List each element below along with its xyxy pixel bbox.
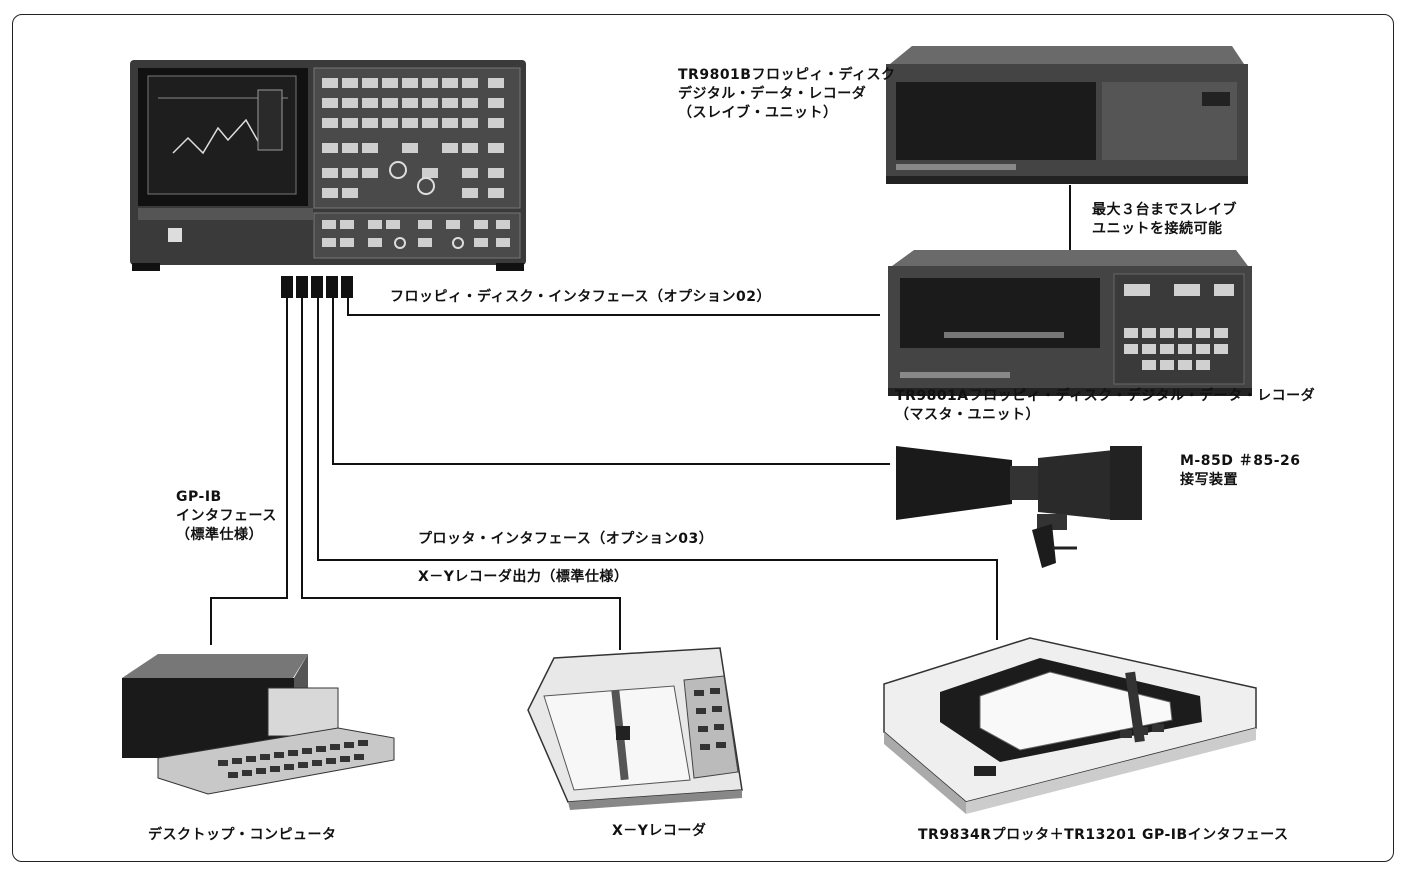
label-gpib-line1: GP-IB <box>176 488 277 507</box>
label-gpib-line2: インタフェース <box>176 507 277 526</box>
label-xy-output: X－Yレコーダ出力（標準仕様） <box>418 568 628 587</box>
wire-camera <box>333 298 890 464</box>
spectrum-analyzer <box>128 58 528 273</box>
label-camera-line2: 接写装置 <box>1180 471 1301 490</box>
label-floppy-slave: TR9801Bフロッピィ・ディスク デジタル・データ・レコーダ （スレイブ・ユニ… <box>678 66 896 123</box>
label-slave-note-line2: ユニットを接続可能 <box>1092 220 1237 239</box>
wire-gpib <box>211 298 287 645</box>
xy-recorder-device <box>524 640 746 810</box>
label-floppy-master: TR9801Aフロッピィ・ディスク・デジタル・データ・レコーダ （マスタ・ユニッ… <box>895 387 1315 425</box>
label-floppy-master-line1: TR9801Aフロッピィ・ディスク・デジタル・データ・レコーダ <box>895 387 1315 406</box>
label-desktop-computer: デスクトップ・コンピュータ <box>148 826 337 845</box>
label-gpib: GP-IB インタフェース （標準仕様） <box>176 488 277 545</box>
label-camera-line1: M-85D ＃85-26 <box>1180 452 1301 471</box>
label-floppy-master-line2: （マスタ・ユニット） <box>895 406 1315 425</box>
label-gpib-line3: （標準仕様） <box>176 526 277 545</box>
label-floppy-slave-line2: デジタル・データ・レコーダ <box>678 85 896 104</box>
desktop-computer <box>118 648 398 803</box>
label-xy-recorder: X－Yレコーダ <box>612 822 706 841</box>
label-slave-note: 最大３台までスレイブ ユニットを接続可能 <box>1092 201 1237 239</box>
rear-connectors <box>279 276 357 300</box>
label-plotter-interface: プロッタ・インタフェース（オプション03） <box>418 530 713 549</box>
label-floppy-slave-line1: TR9801Bフロッピィ・ディスク <box>678 66 896 85</box>
label-slave-note-line1: 最大３台までスレイブ <box>1092 201 1237 220</box>
label-camera: M-85D ＃85-26 接写装置 <box>1180 452 1301 490</box>
wire-xy-recorder <box>302 298 620 650</box>
plotter-device <box>880 632 1260 817</box>
label-floppy-interface: フロッピィ・ディスク・インタフェース（オプション02） <box>390 288 771 307</box>
floppy-master-unit <box>884 248 1256 398</box>
floppy-slave-unit <box>882 42 1252 187</box>
label-floppy-slave-line3: （スレイブ・ユニット） <box>678 104 896 123</box>
label-plotter: TR9834Rプロッタ＋TR13201 GP-IBインタフェース <box>918 826 1288 845</box>
close-up-camera <box>892 438 1152 570</box>
